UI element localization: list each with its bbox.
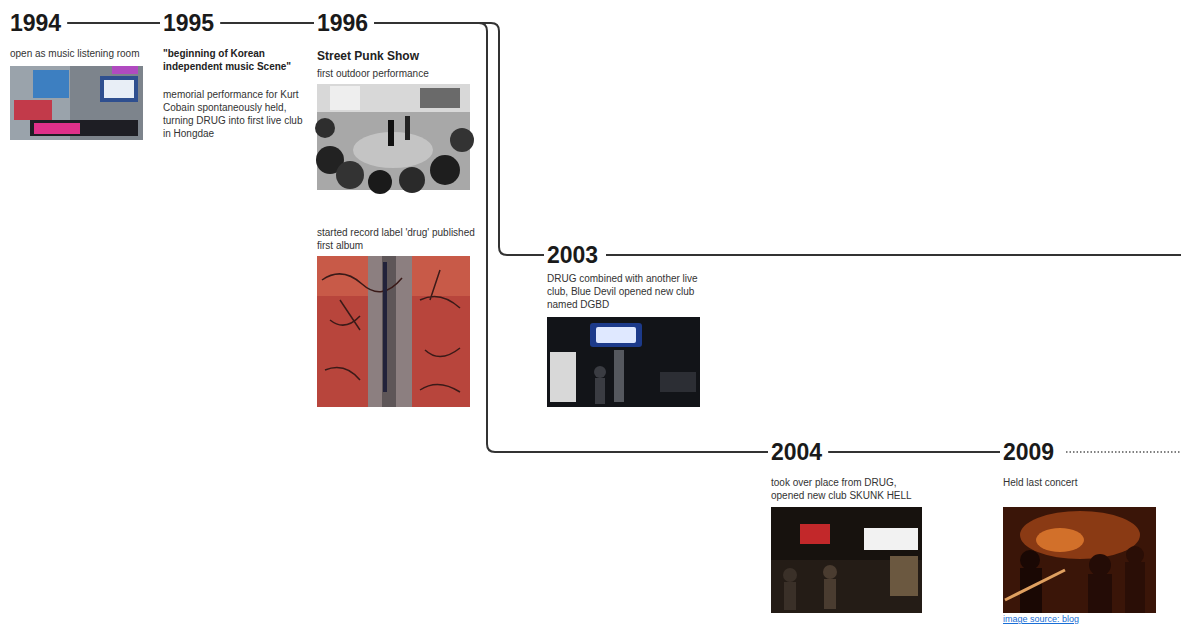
crowd-photo <box>315 84 474 194</box>
year-heading: 2003 <box>547 242 599 268</box>
entry-text: DRUG combined with another live club, Bl… <box>547 272 709 311</box>
entry-text: Street Punk Show <box>317 49 475 64</box>
year-heading: 2009 <box>1003 439 1055 465</box>
timeline-entry: 2004 took over place from DRUG, opened ne… <box>771 439 927 502</box>
entry-text: open as music listening room <box>10 47 160 60</box>
entry-text: Held last concert <box>1003 476 1163 489</box>
year-heading: 2004 <box>771 439 823 465</box>
entry-text: memorial performance for Kurt Cobain spo… <box>163 88 311 140</box>
timeline-entry: 1995 "beginning of Korean independent mus… <box>163 10 311 140</box>
street-photo <box>10 66 143 140</box>
year-heading: 1995 <box>163 10 215 36</box>
image-source-link: image source: blog <box>1003 613 1079 625</box>
entry-text: started record label 'drug' published fi… <box>317 226 475 252</box>
timeline-continuation-dotted <box>1066 451 1181 453</box>
year-heading: 1996 <box>317 10 369 36</box>
timeline-line <box>828 451 1000 453</box>
concert-photo <box>1003 507 1156 613</box>
club-photo <box>771 507 922 613</box>
album-cover <box>317 256 470 407</box>
timeline-entry: 2009Held last concert <box>1003 439 1163 489</box>
entry-text: first outdoor performance <box>317 67 475 80</box>
timeline-continuation <box>606 254 1181 256</box>
timeline-line <box>67 22 160 24</box>
club-photo <box>547 317 700 407</box>
timeline-line <box>220 22 314 24</box>
timeline-entry: 1994 open as music listening room <box>10 10 160 60</box>
timeline-entry: 2003DRUG combined with another live club… <box>547 242 709 311</box>
entry-text: took over place from DRUG, opened new cl… <box>771 476 927 502</box>
entry-text: "beginning of Korean independent music S… <box>163 47 311 73</box>
timeline-entry: 1996Street Punk Show first outdoor perfor… <box>317 10 475 252</box>
year-heading: 1994 <box>10 10 62 36</box>
